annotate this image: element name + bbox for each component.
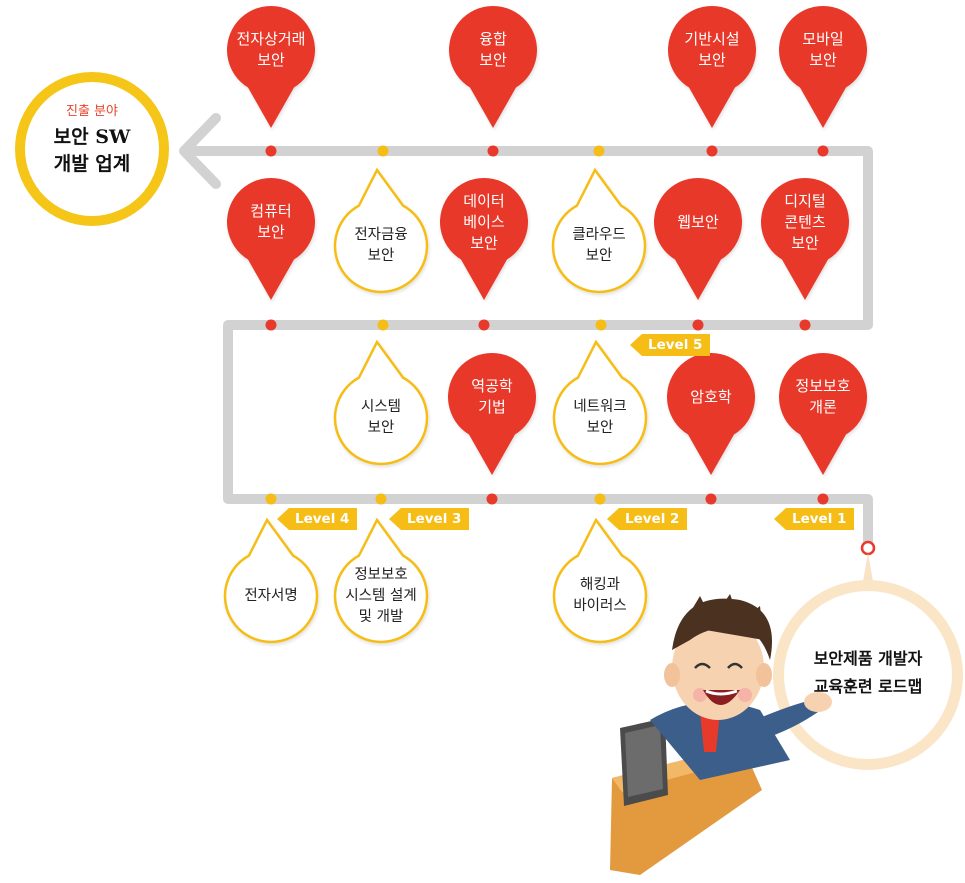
topic-pin	[778, 352, 867, 475]
topic-label: 정보보호 시스템 설계 및 개발	[345, 566, 417, 625]
topic-label: 역공학 기법	[471, 377, 513, 416]
track-dot	[377, 319, 389, 331]
roadmap-title: 보안제품 개발자 교육훈련 로드맵	[813, 649, 923, 696]
topic-label: 전자금융 보안	[354, 227, 408, 264]
level-1-label: Level 1	[786, 508, 855, 530]
roadmap-title-badge	[773, 553, 963, 770]
topic-bubble	[333, 339, 429, 466]
track-dot	[486, 493, 498, 505]
level-3-label: Level 3	[401, 508, 470, 530]
topic-label: 데이터 베이스 보안	[463, 191, 505, 252]
roadmap-track	[185, 146, 873, 550]
topic-label: 디지털 콘텐츠 보안	[784, 191, 826, 252]
topic-label: 시스템 보안	[360, 399, 402, 436]
destination-title: 보안 SW 개발 업계	[53, 126, 131, 175]
track-dot	[595, 319, 607, 331]
topic-bubble	[552, 517, 648, 644]
topic-label: 융합 보안	[479, 30, 507, 69]
track-arrow-head	[179, 113, 221, 189]
topic-bubble	[552, 339, 648, 466]
track-dot	[817, 493, 829, 505]
topic-label: 암호학	[690, 387, 732, 406]
level-5-label: Level 5	[642, 334, 711, 356]
level-2-label: Level 2	[619, 508, 688, 530]
track-dot	[692, 319, 704, 331]
track-dot	[375, 493, 387, 505]
track-dot	[478, 319, 490, 331]
track-dot	[265, 145, 277, 157]
destination-caption: 진출 분야	[66, 104, 118, 119]
start-marker	[860, 540, 876, 556]
topic-pin	[667, 353, 756, 475]
topic-label: 웹보안	[677, 212, 719, 231]
topic-label: 해킹과 바이러스	[573, 577, 627, 614]
topic-pin	[668, 5, 757, 128]
topic-pin	[449, 5, 537, 128]
track-dot	[799, 319, 811, 331]
level-4-label: Level 4	[289, 508, 358, 530]
track-dot	[265, 319, 277, 331]
destination-badge	[15, 72, 169, 226]
topic-pin	[227, 178, 316, 300]
topic-pin	[778, 6, 867, 129]
topic-bubble	[223, 517, 319, 644]
topic-pin	[654, 178, 742, 300]
topic-bubble	[333, 167, 429, 294]
topic-pin	[761, 178, 850, 300]
topic-label: 모바일 보안	[802, 30, 844, 69]
topic-label: 전자서명	[244, 587, 298, 604]
developer-mascot-illustration	[610, 594, 832, 875]
topic-label: 네트워크 보안	[573, 399, 627, 436]
track-dot	[377, 145, 389, 157]
track-dot	[706, 145, 718, 157]
track-dot	[265, 493, 277, 505]
topic-pin	[227, 5, 316, 128]
topic-bubble	[333, 517, 429, 644]
topic-pin	[440, 178, 528, 300]
track-dot	[817, 145, 829, 157]
topic-label: 정보보호 개론	[795, 377, 851, 416]
track-dot	[594, 493, 606, 505]
topic-label: 클라우드 보안	[572, 227, 626, 264]
topic-bubble	[551, 167, 647, 294]
track-dot	[705, 493, 717, 505]
topic-label: 전자상거래 보안	[236, 30, 306, 69]
track-dot	[593, 145, 605, 157]
topic-label: 기반시설 보안	[684, 30, 740, 69]
topic-pin	[448, 352, 536, 475]
topic-label: 컴퓨터 보안	[250, 202, 292, 241]
track-dot	[487, 145, 499, 157]
